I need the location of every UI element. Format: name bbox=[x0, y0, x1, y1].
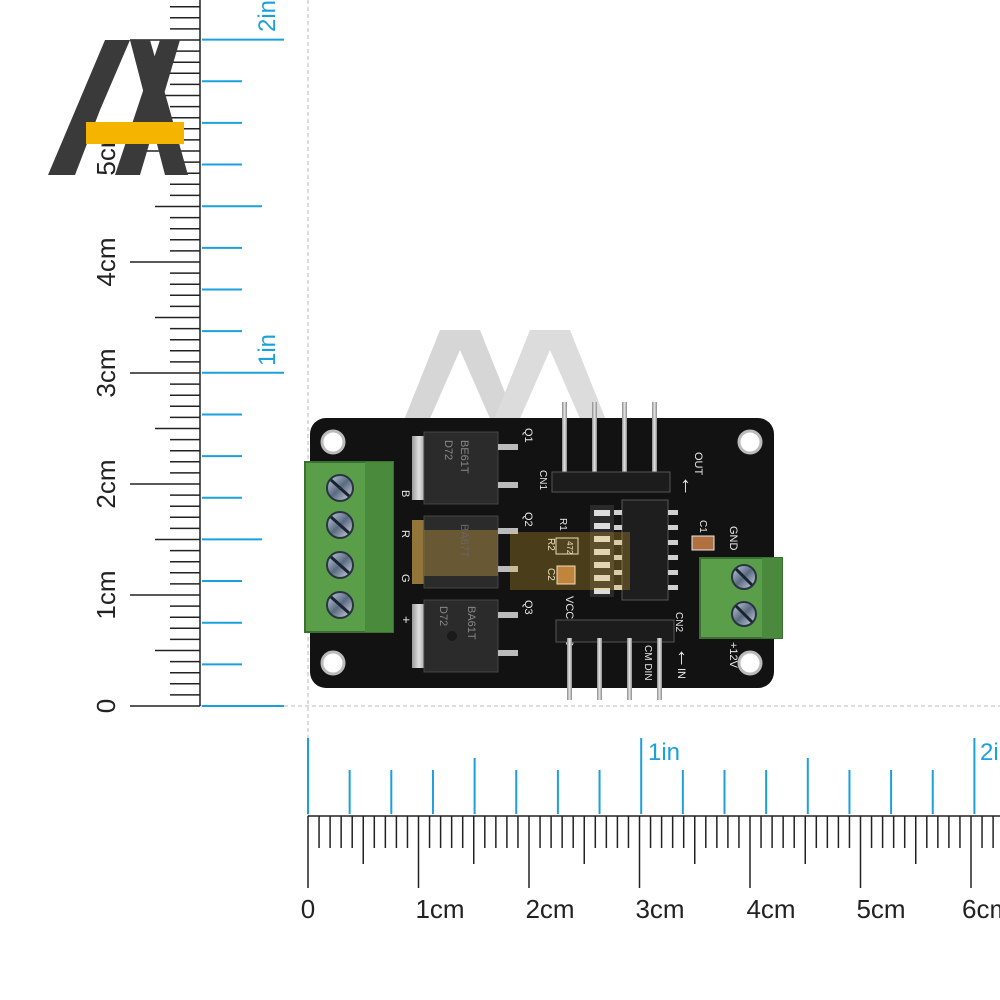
terminal-block-rgb bbox=[304, 461, 394, 633]
ic-pin bbox=[668, 510, 678, 515]
resistor-pad bbox=[594, 549, 610, 555]
label-c2: C2 bbox=[545, 568, 556, 581]
v-label-1cm: 1cm bbox=[91, 570, 121, 619]
resistor-pad bbox=[594, 536, 610, 542]
vertical-ruler: 0 1cm 2cm 3cm 4cm 5cm 1in 2in bbox=[91, 0, 284, 713]
label-12v: +12V bbox=[727, 642, 739, 669]
ic-pin bbox=[668, 570, 678, 575]
capacitor-c1 bbox=[691, 535, 715, 551]
watermark-logo bbox=[400, 330, 610, 430]
label-cn2-pins: CM DIN bbox=[642, 645, 653, 681]
mosfet-q1: D72 BE61T bbox=[412, 431, 518, 505]
ic-pin bbox=[612, 585, 622, 590]
h-label-2cm: 2cm bbox=[525, 894, 574, 924]
label-r2-value: 472 bbox=[565, 541, 574, 555]
label-q2: Q2 bbox=[522, 512, 534, 527]
mosfet-q2-code: BA67T bbox=[458, 524, 470, 558]
h-label-5cm: 5cm bbox=[856, 894, 905, 924]
label-q1: Q1 bbox=[522, 428, 534, 443]
label-gnd: GND bbox=[727, 526, 739, 551]
v-label-0: 0 bbox=[91, 699, 121, 713]
resistor-pad bbox=[594, 510, 610, 516]
h-label-1in: 1in bbox=[648, 739, 680, 766]
label-q3: Q3 bbox=[522, 600, 534, 615]
resistor-pad bbox=[594, 562, 610, 568]
ic-pin bbox=[612, 555, 622, 560]
mosfet-q1-code: BE61T bbox=[458, 440, 470, 474]
v-label-1in: 1in bbox=[254, 334, 281, 366]
label-r2: R2 bbox=[545, 538, 556, 551]
brand-logo bbox=[48, 40, 188, 175]
label-g: G bbox=[399, 574, 411, 583]
pin-header-cn2 bbox=[555, 619, 675, 700]
label-c1: C1 bbox=[697, 520, 708, 533]
h-label-6cm: 6cm bbox=[962, 894, 1000, 924]
label-out: OUT bbox=[692, 452, 704, 476]
v-label-4cm: 4cm bbox=[91, 237, 121, 286]
label-plus: + bbox=[399, 616, 414, 624]
mosfet-q2: BA67T bbox=[412, 515, 518, 589]
resistor-array bbox=[590, 505, 614, 597]
horizontal-inch-ticks bbox=[307, 738, 976, 814]
h-label-3cm: 3cm bbox=[635, 894, 684, 924]
resistor-pads bbox=[594, 510, 610, 594]
capacitor-c2 bbox=[556, 565, 576, 585]
arrow-out-icon: ↑ bbox=[680, 472, 691, 497]
light-reflection bbox=[510, 532, 630, 590]
v-label-2in: 2in bbox=[254, 0, 281, 32]
h-label-0: 0 bbox=[301, 894, 315, 924]
vertical-inch-ticks bbox=[202, 38, 284, 707]
label-in: IN bbox=[675, 668, 687, 679]
ic-pin bbox=[612, 570, 622, 575]
v-label-3cm: 3cm bbox=[91, 348, 121, 397]
mosfet-q3: D72 BA61T bbox=[412, 599, 518, 673]
led-driver-board: B R G + D72 BE61T BA67T D72 B bbox=[304, 402, 783, 700]
label-cn1: CN1 bbox=[537, 470, 548, 490]
terminal-block-power bbox=[699, 557, 783, 639]
label-cn2: CN2 bbox=[673, 612, 684, 632]
ic-chip bbox=[612, 499, 678, 601]
resistor-r2 bbox=[555, 537, 579, 555]
ic-pin bbox=[612, 510, 622, 515]
ic-pin bbox=[612, 540, 622, 545]
vertical-cm-ticks bbox=[130, 0, 201, 707]
label-r: R bbox=[399, 530, 411, 538]
resistor-pad bbox=[594, 575, 610, 581]
ic-pin bbox=[668, 585, 678, 590]
label-r1: R1 bbox=[557, 518, 568, 531]
mosfet-q3-code: BA61T bbox=[465, 606, 477, 640]
label-b: B bbox=[399, 490, 411, 497]
h-label-1cm: 1cm bbox=[415, 894, 464, 924]
ic-pins bbox=[612, 510, 678, 590]
pin-header-cn1 bbox=[551, 402, 671, 493]
ic-pin bbox=[668, 525, 678, 530]
ic-pin bbox=[612, 525, 622, 530]
arrow-in-icon: ↑ bbox=[676, 644, 687, 669]
resistor-pad bbox=[594, 523, 610, 529]
h-label-2in: 2in bbox=[980, 739, 1000, 766]
resistor-pad bbox=[594, 588, 610, 594]
ic-pin bbox=[668, 555, 678, 560]
mosfet-q3-text: D72 bbox=[437, 606, 449, 626]
horizontal-cm-ticks bbox=[307, 815, 1000, 888]
v-label-2cm: 2cm bbox=[91, 459, 121, 508]
ic-pin bbox=[668, 540, 678, 545]
horizontal-ruler: 0 1cm 2cm 3cm 4cm 5cm 6cm 1in 2in bbox=[301, 738, 1000, 924]
mounting-holes bbox=[320, 429, 763, 676]
h-label-4cm: 4cm bbox=[746, 894, 795, 924]
mosfet-q1-text: D72 bbox=[442, 440, 454, 460]
